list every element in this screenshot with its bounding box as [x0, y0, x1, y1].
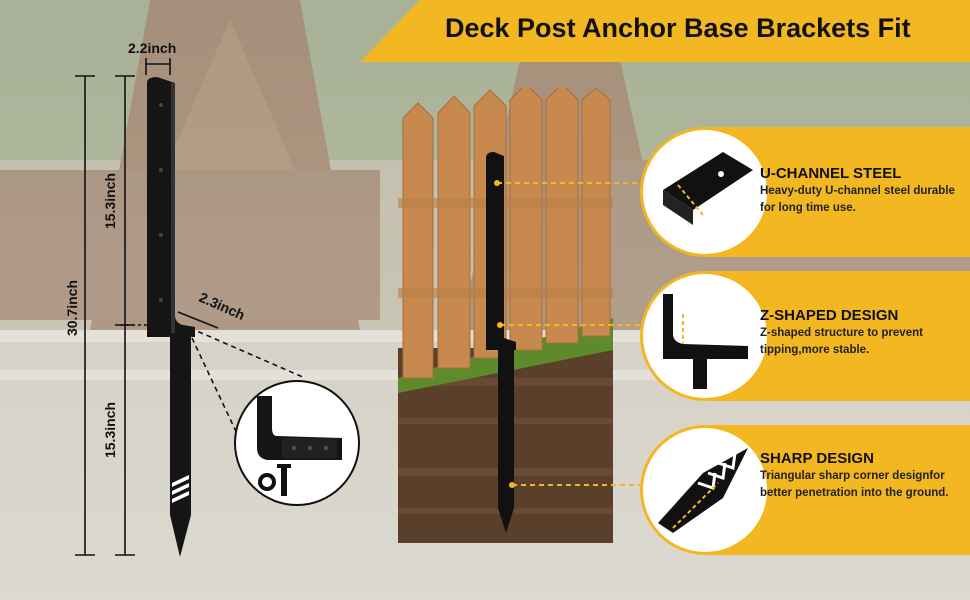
- feature-title: SHARP DESIGN: [760, 450, 874, 467]
- feature-description: Heavy-duty U-channel steel durable for l…: [760, 185, 955, 214]
- feature-z-shaped: Z-SHAPED DESIGN Z-shaped structure to pr…: [640, 271, 970, 401]
- fence-installation-scene: [398, 88, 613, 543]
- z-shaped-detail-icon: [643, 274, 767, 398]
- anchor-bracket-image: [147, 77, 195, 557]
- feature-title: U-CHANNEL STEEL: [760, 165, 902, 182]
- base-detail-zoom-circle: [234, 380, 360, 506]
- sharp-tip-detail-icon: [643, 428, 767, 552]
- title-banner: [360, 0, 970, 62]
- feature-sharp: SHARP DESIGN Triangular sharp corner des…: [640, 425, 970, 555]
- feature-description: Triangular sharp corner designfor better…: [760, 470, 949, 499]
- feature-title: Z-SHAPED DESIGN: [760, 307, 899, 324]
- feature-u-channel: U-CHANNEL STEEL Heavy-duty U-channel ste…: [640, 127, 970, 257]
- u-channel-detail-icon: [643, 130, 767, 254]
- feature-description: Z-shaped structure to prevent tipping,mo…: [760, 327, 923, 356]
- top-width-label: 2.2inch: [128, 40, 177, 56]
- page-title: Deck Post Anchor Base Brackets Fit: [445, 13, 911, 43]
